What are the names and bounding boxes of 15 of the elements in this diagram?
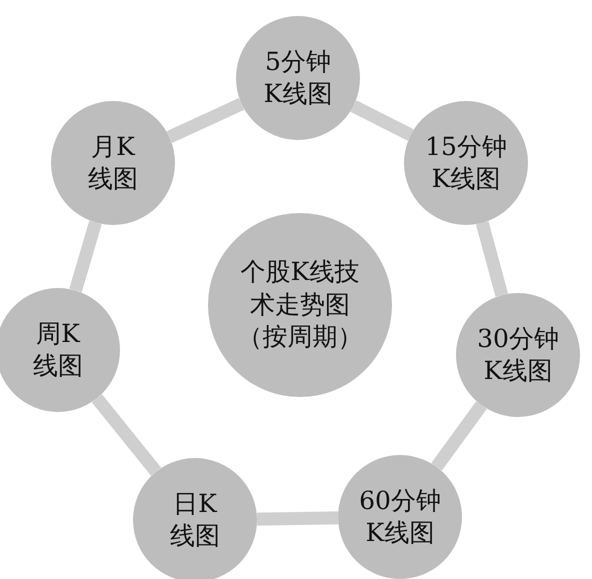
connector-line [431, 401, 487, 471]
connector-line [166, 98, 244, 144]
connector-line [256, 511, 338, 526]
connector-line [350, 100, 414, 141]
node-label: 月K线图 [87, 130, 139, 195]
connector-line [476, 221, 508, 297]
node-label: 15分钟K线图 [424, 130, 508, 195]
node-label: 周K线图 [32, 318, 84, 382]
node-label: 个股K线技术走势图（按周期） [236, 256, 364, 354]
connector-line [69, 220, 102, 292]
node-label: 30分钟K线图 [476, 322, 560, 387]
node-label: 日K线图 [169, 488, 221, 552]
node-label: 60分钟K线图 [358, 484, 442, 549]
connector-line [92, 394, 162, 476]
node-label: 5分钟K线图 [262, 46, 334, 110]
